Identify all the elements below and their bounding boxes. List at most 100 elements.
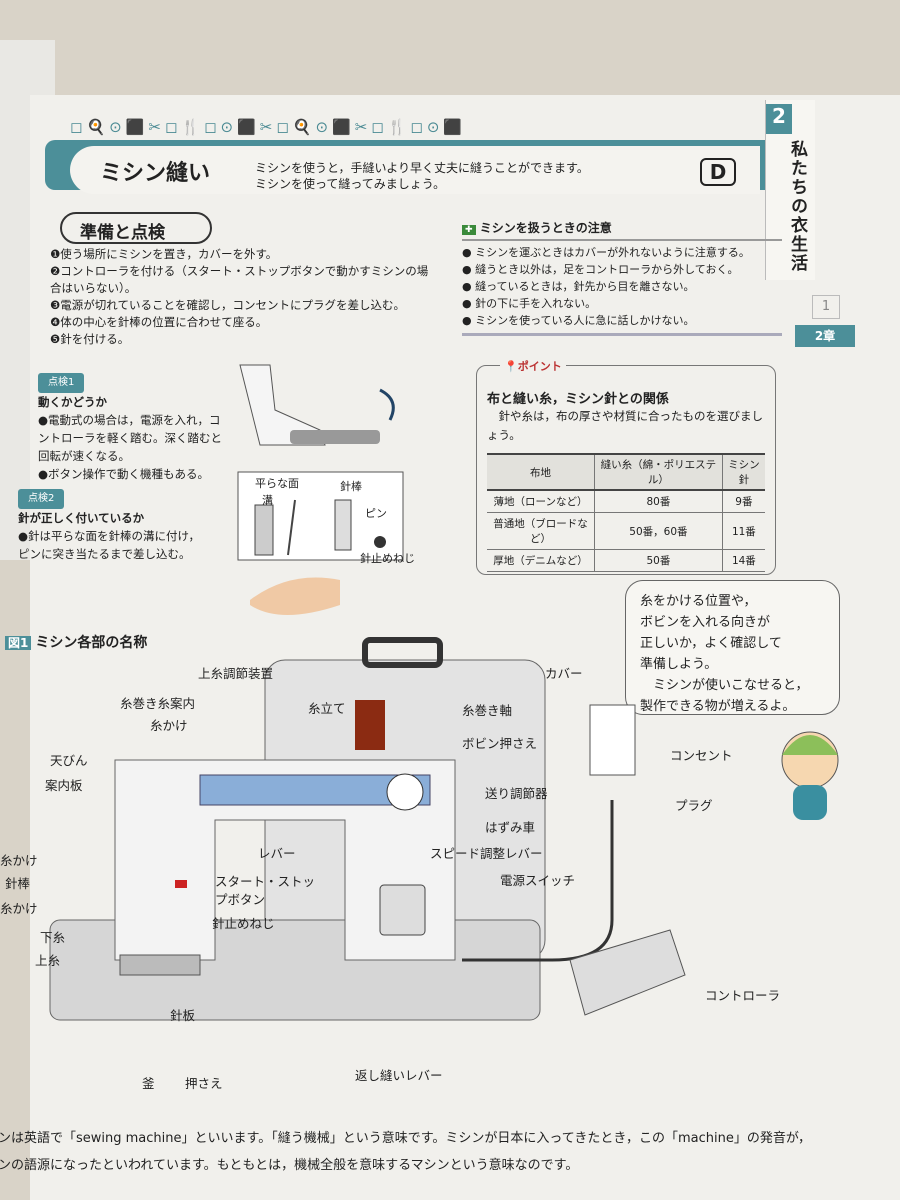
label-thread-guide: 糸かけ [0,901,38,916]
label-shuttle: 釜 [142,1076,155,1091]
cover-handle [362,637,443,668]
bubble-line: 準備しよう。 [640,657,718,672]
hand-illustration [250,577,340,615]
label-panel: 案内板 [45,778,83,793]
footer-line: ミシンは英語で「sewing machine」といいます。「縫う機械」という意味… [0,1131,812,1146]
label-spool: 糸立て [308,701,346,716]
step: ❷コントローラを付ける（スタート・ストップボタンで動かすミシンの場合はいらない）… [50,264,429,295]
reverse-lever [379,884,426,936]
caution-item: ● 縫うとき以外は，足をコントローラから外しておく。 [462,263,739,276]
check1-title: 動くかどうか [38,395,107,409]
label-clamp-screw: 針止めねじ [360,552,415,565]
level-badge: D [700,158,736,186]
decorative-icon-row: ◻🍳⊙⬛✂◻🍴◻⊙⬛✂◻🍳⊙⬛✂◻🍴◻⊙⬛ [70,118,467,136]
cord [462,800,614,962]
mascot-character [781,731,839,820]
label-pin: ピン [365,507,387,520]
caution-heading: ✚ ミシンを扱うときの注意 [462,220,782,241]
safety-kit-icon: ✚ [462,225,476,235]
lead-line: ミシンを使うと，手縫いより早く丈夫に縫うことができます。 [255,161,589,175]
speech-bubble: 糸をかける位置や， ボビンを入れる向きが 正しいか，よく確認して 準備しよう。 … [625,580,840,715]
figure-badge: 図1 [5,636,32,650]
point-title: 布と縫い糸，ミシン針との関係 [487,392,669,407]
check1-badge: 点検1 [38,373,85,393]
label-power: 電源スイッチ [500,873,576,888]
check1-item: ●ボタン操作で動く機種もある。 [38,467,210,481]
step: ❺針を付ける。 [50,332,130,346]
label-plug: プラグ [675,798,713,813]
caution-title: ミシンを扱うときの注意 [479,221,612,235]
bubble-line: 糸をかける位置や， [640,594,757,609]
start-stop-button[interactable] [175,880,187,888]
label-thread-guide: 糸かけ [150,718,188,733]
label-needle-bar: 針棒 [5,876,31,891]
caution-item: ● ミシンを運ぶときはカバーが外れないように注意する。 [462,246,750,259]
point-box: 布と縫い糸，ミシン針との関係 針や糸は，布の厚さや材質に合ったものを選びましょう… [476,365,776,575]
bubble-line: 製作できる物が増えるよ。 [640,699,796,714]
check2-title: 針が正しく付いているか [18,511,145,525]
section-heading: 準備と点検 [60,212,212,244]
prep-steps: ❶使う場所にミシンを置き，カバーを外す。 ❷コントローラを付ける（スタート・スト… [50,246,430,348]
bubble-line: 正しいか，よく確認して [640,636,782,651]
check2: 点検2 針が正しく付いているか ●針は平らな面を針棒の溝に付け，ピンに突き当たる… [18,488,208,563]
check1-item: ●電動式の場合は，電源を入れ，コントローラを軽く踏む。深く踏むと回転が速くなる。 [38,413,222,463]
foot-controller[interactable] [569,929,686,1016]
needle-plate [119,954,201,976]
label-lever: レバー [258,846,296,861]
page-title: ミシン縫い [100,161,211,186]
pin-icon: 📍 [504,360,518,373]
label-start-stop: スタート・ストップボタン [215,874,316,907]
chapter-title: 私たちの衣生活 [787,140,807,273]
index-tab-chapter2[interactable]: 2章 [795,325,855,347]
label-winder: 糸巻き軸 [462,703,513,718]
check1: 点検1 動くかどうか ●電動式の場合は，電源を入れ，コントローラを軽く踏む。深く… [38,372,228,483]
needle-bar [334,499,352,551]
index-tab-1[interactable]: 1 [812,295,840,319]
label-outlet: コンセント [670,748,733,763]
caution-box: ✚ ミシンを扱うときの注意 ● ミシンを運ぶときはカバーが外れないように注意する… [462,220,782,336]
point-label: 📍ポイント [500,358,566,374]
label-guide: 糸巻き糸案内 [120,696,196,711]
pedal-illustration [290,430,380,444]
thread-spool [355,700,385,750]
header-box [70,146,760,194]
lead-text: ミシンを使うと，手縫いより早く丈夫に縫うことができます。ミシンを使って縫ってみま… [255,160,589,192]
check2-badge: 点検2 [18,489,65,509]
label-clamp: 針止めねじ [212,916,275,931]
label-tension: 上糸調節装置 [198,666,274,681]
point-text: 針や糸は，布の厚さや材質に合ったものを選びましょう。 [487,409,763,442]
label-thread-guide: 糸かけ [0,853,38,868]
label-presser: 押さえ [185,1076,223,1091]
arrow-icon [379,388,395,421]
bubble-line: ミシンが使いこなせると， [653,678,809,693]
table-header-row: 布地縫い糸（綿・ポリエステル）ミシン針 [487,453,765,491]
label-stitch: 送り調節器 [485,786,548,801]
label-upper-thread: 上糸 [35,953,61,968]
lead-line: ミシンを使って縫ってみましょう。 [255,177,446,191]
divider [462,333,782,336]
label-flat-face: 平らな面 [255,477,299,490]
footer-line: ミシンの語源になったといわれています。もともとは，機械全般を意味するマシンという… [0,1158,579,1173]
label-bobbin-stop: ボビン押さえ [462,736,538,751]
sewing-machine-illustration [49,637,686,1021]
step: ❸電源が切れていることを確認し，コンセントにプラグを差し込む。 [50,298,405,312]
needle [287,499,296,556]
chapter-number: 2 [766,104,792,134]
label-speed: スピード調整レバー [430,846,543,861]
outlet [589,704,636,776]
foot-pedal-and-needle-illustration [237,364,404,615]
step: ❶使う場所にミシンを置き，カバーを外す。 [50,247,278,261]
label-controller: コントローラ [705,988,781,1003]
caution-item: ● 縫っているときは，針先から目を離さない。 [462,280,695,293]
stitch-dial [386,773,424,811]
caution-item: ● ミシンを使っている人に急に話しかけない。 [462,314,695,327]
label-groove: 溝 [262,494,273,507]
label-lower-thread: 下糸 [40,930,66,945]
footer-note: ミシンは英語で「sewing machine」といいます。「縫う機械」という意味… [0,1125,811,1179]
caution-item: ● 針の下に手を入れない。 [462,297,597,310]
